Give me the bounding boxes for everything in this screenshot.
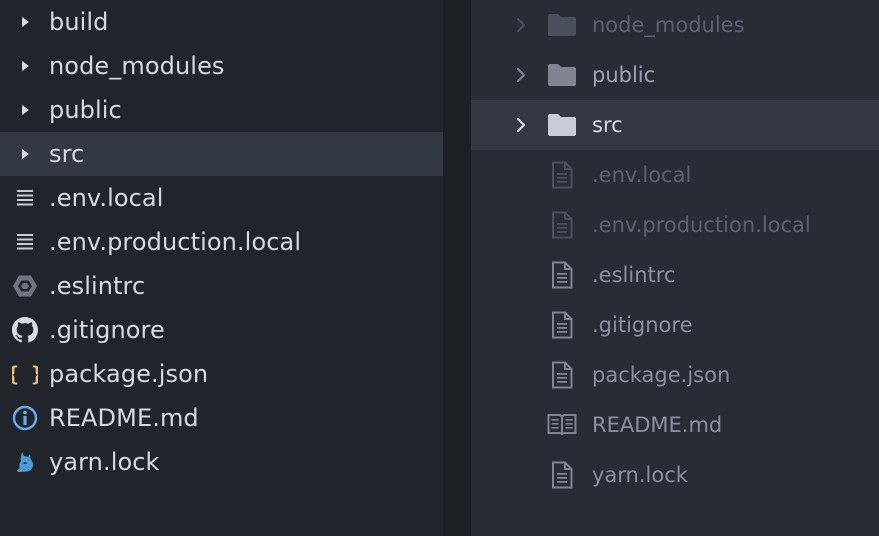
file-icon	[547, 150, 577, 200]
lines-icon	[10, 176, 40, 220]
left-tree-item-public[interactable]: public	[0, 88, 443, 132]
caret-right-icon[interactable]	[10, 44, 40, 88]
json-braces-icon: { }	[10, 352, 40, 396]
caret-right-icon[interactable]	[10, 0, 40, 44]
lines-icon	[10, 220, 40, 264]
left-tree-item-label: .env.local	[49, 184, 164, 212]
left-tree-item-src[interactable]: src	[0, 132, 443, 176]
right-tree-item-src[interactable]: src	[471, 100, 879, 150]
chevron-right-icon[interactable]	[511, 100, 531, 150]
file-icon	[547, 250, 577, 300]
right-tree-item-label: public	[592, 63, 656, 87]
left-tree-item-dot-eslintrc[interactable]: .eslintrc	[0, 264, 443, 308]
left-tree-item-label: .gitignore	[49, 316, 165, 344]
left-tree-item-label: public	[49, 96, 122, 124]
left-tree-item-build[interactable]: build	[0, 0, 443, 44]
left-tree-item-label: src	[49, 140, 85, 168]
github-octocat-icon	[10, 308, 40, 352]
right-tree-item-label: yarn.lock	[592, 463, 688, 487]
right-tree-item-label: .env.local	[592, 163, 692, 187]
file-icon	[547, 450, 577, 500]
folder-icon	[547, 0, 577, 50]
left-tree-item-readme-md[interactable]: README.md	[0, 396, 443, 440]
chevron-right-icon[interactable]	[511, 0, 531, 50]
chevron-right-icon[interactable]	[511, 50, 531, 100]
left-tree-item-label: package.json	[49, 360, 209, 388]
right-tree-item-dot-env-local[interactable]: .env.local	[471, 150, 879, 200]
right-tree-item-readme-md[interactable]: README.md	[471, 400, 879, 450]
folder-icon	[547, 50, 577, 100]
left-tree-item-node-modules[interactable]: node_modules	[0, 44, 443, 88]
left-tree-item-label: node_modules	[49, 52, 225, 80]
right-tree-item-public[interactable]: public	[471, 50, 879, 100]
left-tree-item-package-json[interactable]: { } package.json	[0, 352, 443, 396]
right-tree-item-label: package.json	[592, 363, 731, 387]
right-tree-item-node-modules[interactable]: node_modules	[471, 0, 879, 50]
info-icon	[10, 396, 40, 440]
svg-text:{ }: { }	[12, 362, 38, 386]
left-tree-item-label: build	[49, 8, 109, 36]
right-tree-item-label: .gitignore	[592, 313, 693, 337]
file-icon	[547, 200, 577, 250]
left-tree-item-label: README.md	[49, 404, 199, 432]
left-tree-item-label: yarn.lock	[49, 448, 160, 476]
right-tree-item-label: node_modules	[592, 13, 745, 37]
left-tree-item-dot-env-local[interactable]: .env.local	[0, 176, 443, 220]
eslint-hexagon-icon	[10, 264, 40, 308]
right-tree-item-label: .eslintrc	[592, 263, 676, 287]
right-tree-item-label: README.md	[592, 413, 723, 437]
file-icon	[547, 300, 577, 350]
left-tree-item-label: .eslintrc	[49, 272, 146, 300]
left-tree-item-yarn-lock[interactable]: yarn.lock	[0, 440, 443, 484]
folder-icon	[547, 100, 577, 150]
left-tree-item-label: .env.production.local	[49, 228, 302, 256]
left-tree-item-dot-gitignore[interactable]: .gitignore	[0, 308, 443, 352]
panel-divider[interactable]	[443, 0, 471, 536]
right-tree-item-dot-env-production-local[interactable]: .env.production.local	[471, 200, 879, 250]
right-tree-item-yarn-lock[interactable]: yarn.lock	[471, 450, 879, 500]
right-tree-item-package-json[interactable]: package.json	[471, 350, 879, 400]
left-tree-item-dot-env-production-local[interactable]: .env.production.local	[0, 220, 443, 264]
right-tree-item-label: .env.production.local	[592, 213, 811, 237]
right-tree-item-label: src	[592, 113, 623, 137]
file-icon	[547, 350, 577, 400]
caret-right-icon[interactable]	[10, 88, 40, 132]
right-tree-item-dot-eslintrc[interactable]: .eslintrc	[471, 250, 879, 300]
yarn-cat-icon	[10, 440, 40, 484]
caret-right-icon[interactable]	[10, 132, 40, 176]
book-icon	[547, 400, 577, 450]
right-tree-item-dot-gitignore[interactable]: .gitignore	[471, 300, 879, 350]
